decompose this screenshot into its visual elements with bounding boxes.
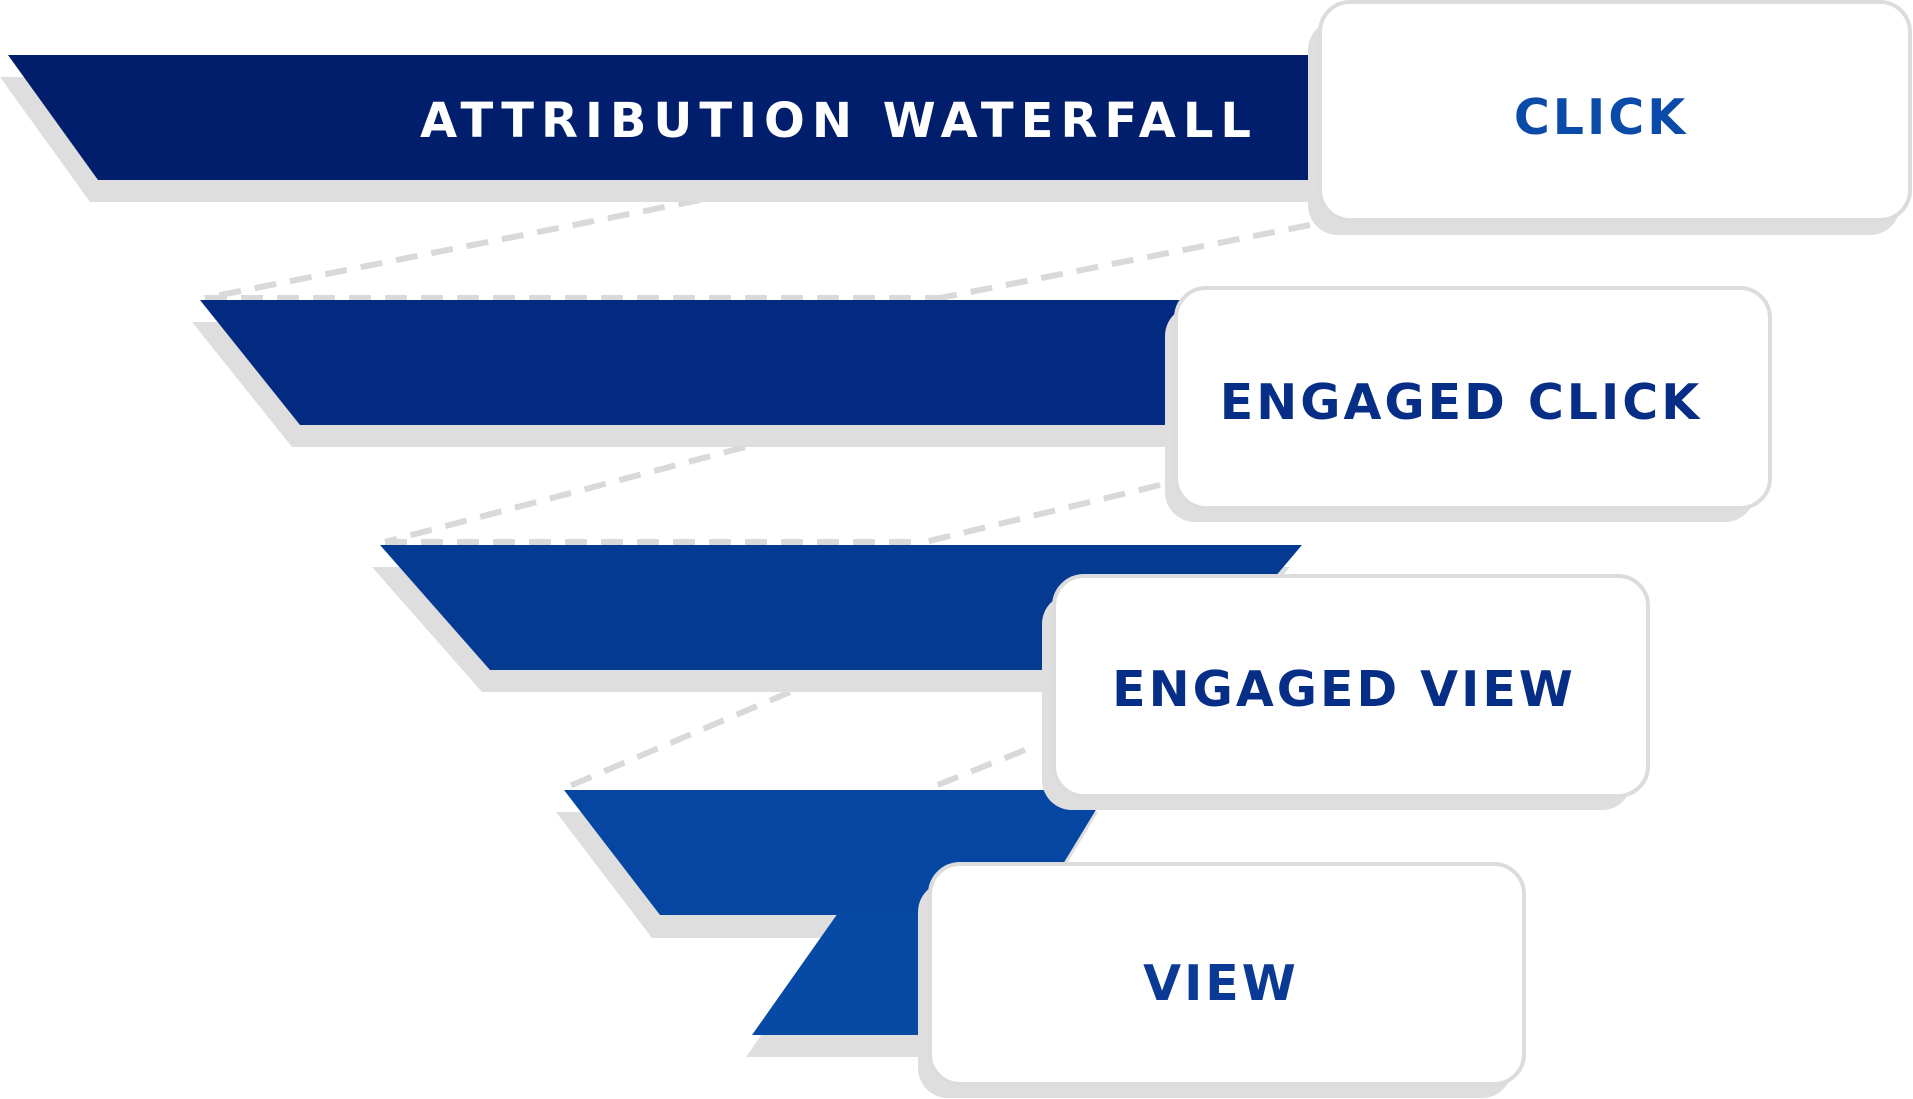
stage-label-engaged-click: ENGAGED CLICK — [1220, 374, 1702, 431]
connector-2-left — [384, 444, 746, 545]
funnel-band-5 — [752, 913, 928, 1035]
dashed-connectors — [204, 197, 1311, 791]
connector-2-right — [924, 482, 1161, 545]
card-engaged-view-box — [1052, 574, 1650, 798]
stage-card-view: VIEW — [918, 862, 1526, 1098]
funnel-band-2 — [200, 300, 1210, 425]
funnel-band-1 — [8, 55, 1330, 180]
card-engaged-click-box — [1174, 286, 1772, 510]
connector-3-right — [928, 747, 1027, 791]
stage-label-engaged-view: ENGAGED VIEW — [1112, 661, 1576, 718]
connector-3-left — [563, 689, 792, 791]
funnel-title: ATTRIBUTION WATERFALL — [420, 93, 1258, 149]
card-click-box — [1318, 0, 1912, 222]
stage-card-engaged-view: ENGAGED VIEW — [1042, 574, 1650, 810]
connector-1-left — [204, 197, 701, 301]
stage-label-click: CLICK — [1514, 89, 1688, 146]
stage-card-click: CLICK — [1308, 0, 1912, 235]
card-view-box — [928, 862, 1526, 1086]
stage-card-engaged-click: ENGAGED CLICK — [1165, 286, 1772, 522]
stage-label-view: VIEW — [1143, 955, 1299, 1012]
connector-1-right — [939, 222, 1311, 301]
